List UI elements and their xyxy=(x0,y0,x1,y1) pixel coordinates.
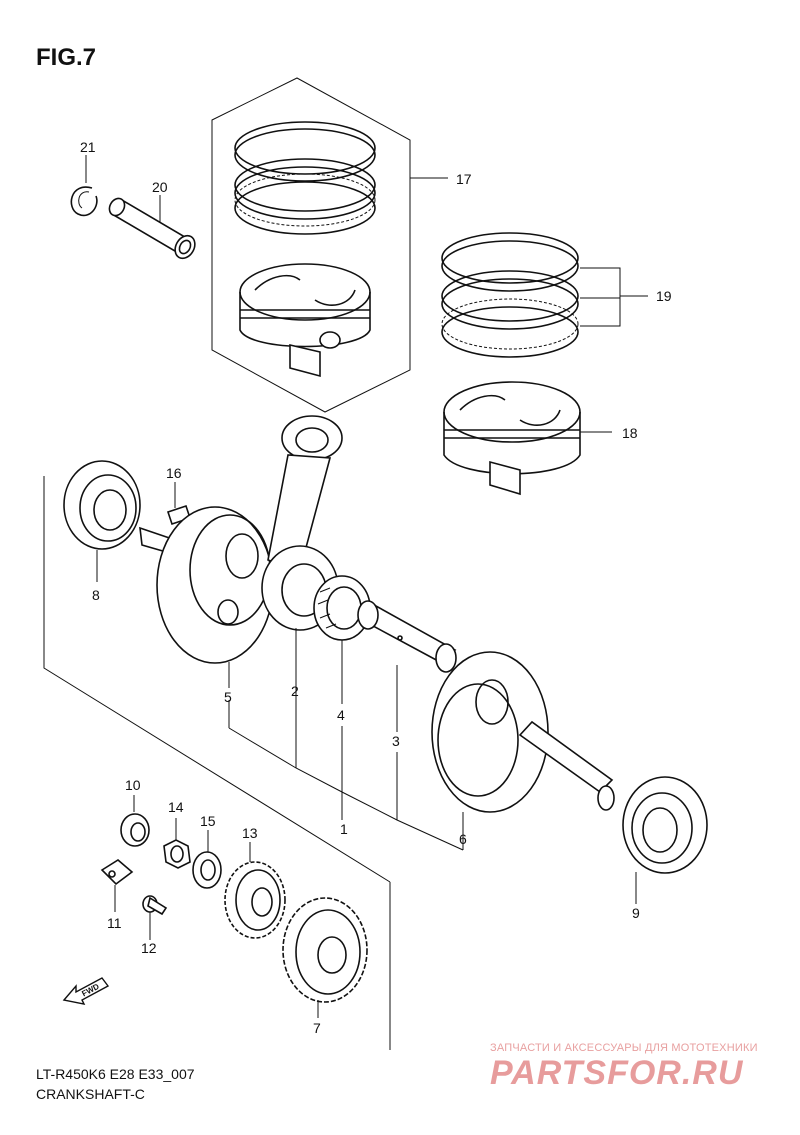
callout-15: 15 xyxy=(200,813,216,829)
watermark-subtitle: ЗАПЧАСТИ И АКСЕССУАРЫ ДЛЯ МОТОТЕХНИКИ xyxy=(490,1042,758,1054)
callout-13: 13 xyxy=(242,825,258,841)
callout-9: 9 xyxy=(632,905,640,921)
callout-11: 11 xyxy=(107,915,122,931)
gear-small-part xyxy=(224,861,286,939)
callout-12: 12 xyxy=(141,940,157,956)
bearing-right-part xyxy=(622,776,708,874)
callout-4: 4 xyxy=(337,707,345,723)
crank-pin-part xyxy=(357,600,457,673)
piston-ring-set-lower xyxy=(441,232,579,358)
callout-18: 18 xyxy=(622,425,638,441)
callout-6: 6 xyxy=(459,831,467,847)
model-code: LT-R450K6 E28 E33_007 xyxy=(36,1066,195,1082)
callout-16: 16 xyxy=(166,465,182,481)
callout-3: 3 xyxy=(392,733,400,749)
piston-ring-set-upper xyxy=(234,121,376,235)
crank-web-right-part xyxy=(431,651,615,813)
piston-set-outline xyxy=(211,77,411,413)
piston-pin-part xyxy=(108,197,196,260)
crank-outline-left xyxy=(43,476,391,883)
spacer-part xyxy=(120,813,150,847)
callout-5: 5 xyxy=(224,689,232,705)
fwd-arrow-icon: FWD xyxy=(62,977,110,1005)
nut-part xyxy=(163,839,191,869)
bearing-left-part xyxy=(63,460,141,550)
watermark-brand: PARTSFOR.RU xyxy=(490,1054,744,1092)
screw-part xyxy=(142,895,168,916)
gear-large-part xyxy=(282,897,368,1003)
callout-10: 10 xyxy=(125,777,141,793)
bracket-19 xyxy=(580,267,621,327)
crank-web-left-part xyxy=(139,506,274,664)
callout-17: 17 xyxy=(456,171,472,187)
callout-2: 2 xyxy=(291,683,299,699)
section-name: CRANKSHAFT-C xyxy=(36,1086,145,1102)
callout-20: 20 xyxy=(152,179,168,195)
lock-washer-part xyxy=(100,859,134,886)
washer-part xyxy=(192,851,222,889)
callout-21: 21 xyxy=(80,139,96,155)
callout-7: 7 xyxy=(313,1020,321,1036)
piston-part-b xyxy=(443,381,581,496)
callout-19: 19 xyxy=(656,288,672,304)
callout-14: 14 xyxy=(168,799,184,815)
piston-part-a xyxy=(239,263,371,378)
callout-8: 8 xyxy=(92,587,100,603)
callout-1: 1 xyxy=(340,821,348,837)
circlip-part xyxy=(70,186,98,217)
figure-title: FIG.7 xyxy=(36,44,97,71)
